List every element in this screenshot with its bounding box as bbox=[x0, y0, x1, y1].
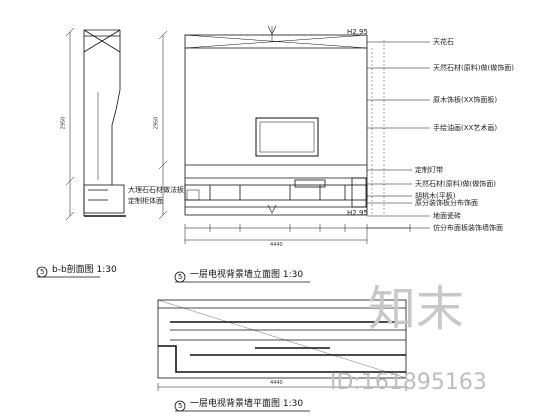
annotation-item: 仿分布面板装饰墙饰面 bbox=[433, 224, 503, 232]
plan-title: 一层电视背景墙平面图 1:30 bbox=[190, 399, 304, 409]
plan-width-dim: 4440 bbox=[270, 380, 283, 386]
section-label: 大理石石材做法板 bbox=[128, 186, 184, 194]
level-mark-top: H2.95 bbox=[347, 28, 368, 36]
section-title: b-b剖面图 1:30 bbox=[52, 265, 117, 275]
annotation-item: 原分装饰板分布饰面 bbox=[415, 199, 478, 207]
section-view bbox=[65, 27, 126, 221]
annotation-item: 手绘油画(XX艺术画) bbox=[433, 124, 498, 132]
elevation-title: 一层电视背景墙立面图 1:30 bbox=[190, 270, 304, 280]
elevation-symbol-number: 5 bbox=[178, 273, 183, 281]
elevation-view bbox=[158, 25, 411, 244]
section-label: 定制柜体面 bbox=[128, 197, 163, 205]
elevation-height-dim: 2950 bbox=[153, 116, 160, 130]
watermark-brand: 知末 bbox=[368, 281, 465, 337]
section-symbol-number: 5 bbox=[40, 268, 45, 276]
annotation-item: 天然石材(原料)做(做饰面) bbox=[415, 180, 496, 188]
annotation-item: 原木饰板(XX饰面板) bbox=[433, 96, 498, 104]
level-mark-bottom: H2.95 bbox=[347, 209, 368, 217]
section-height-dim: 2950 bbox=[60, 116, 67, 130]
plan-symbol-number: 5 bbox=[178, 402, 183, 410]
elevation-width-dim: 4440 bbox=[270, 242, 283, 248]
annotation-item: 天花石 bbox=[433, 38, 454, 46]
annotation-item: 胡桃木(平板) bbox=[415, 192, 456, 200]
annotation-item: 地面瓷砖 bbox=[433, 212, 461, 220]
title-symbols bbox=[36, 266, 310, 412]
watermark-id: ID:161895163 bbox=[330, 370, 487, 395]
annotation-item: 定制灯带 bbox=[415, 166, 443, 174]
annotation-leaders bbox=[367, 41, 430, 229]
plan-view bbox=[157, 299, 407, 391]
annotation-item: 天然石材(原料)做(做饰面) bbox=[433, 64, 514, 72]
